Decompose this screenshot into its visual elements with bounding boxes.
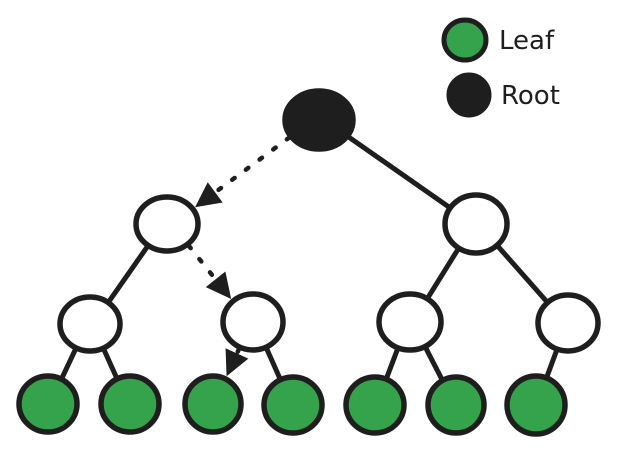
legend-item-root: Root xyxy=(446,72,560,118)
edge-n-r-to-n-rr xyxy=(493,241,552,307)
edge-n-rl-to-leaf-5 xyxy=(383,343,402,384)
leaf-node-leaf-2 xyxy=(98,373,162,435)
tree-nodes-layer xyxy=(16,88,601,437)
internal-node-n-l xyxy=(133,194,201,254)
edge-n-r-to-n-rl xyxy=(423,243,463,303)
root-swatch-icon xyxy=(446,72,492,118)
legend-leaf-label: Leaf xyxy=(499,26,555,56)
edge-n-l-to-n-ll xyxy=(104,241,152,307)
leaf-node-leaf-3 xyxy=(182,373,244,435)
internal-node-n-rr xyxy=(535,292,601,354)
leaf-node-leaf-7 xyxy=(504,373,568,437)
leaf-node-leaf-6 xyxy=(425,374,487,436)
traversal-arrows-layer xyxy=(186,135,292,377)
traversal-arrow-n-l-to-n-lr xyxy=(186,243,232,299)
tree-edges-layer xyxy=(58,132,561,385)
internal-node-n-rl xyxy=(376,291,444,353)
edge-n-ll-to-leaf-2 xyxy=(100,343,121,384)
leaf-node-leaf-1 xyxy=(16,373,80,435)
leaf-node-leaf-5 xyxy=(343,374,407,436)
edge-n-lr-to-leaf-4 xyxy=(262,342,284,385)
leaf-node-leaf-4 xyxy=(261,374,325,436)
traversal-arrow-root-to-n-l xyxy=(195,135,292,208)
internal-node-n-lr xyxy=(220,291,286,353)
edge-n-ll-to-leaf-1 xyxy=(58,343,80,384)
edge-root-to-n-r xyxy=(343,132,455,212)
legend-root-label: Root xyxy=(501,81,560,111)
legend-item-leaf: Leaf xyxy=(441,17,555,63)
edge-n-rr-to-leaf-7 xyxy=(543,344,561,383)
internal-node-n-ll xyxy=(57,294,123,354)
traversal-arrow-n-lr-to-leaf-3 xyxy=(225,346,249,377)
leaf-swatch-icon xyxy=(441,17,489,63)
internal-node-n-r xyxy=(442,192,510,256)
edge-n-rl-to-leaf-6 xyxy=(421,342,446,385)
legend: Leaf Root xyxy=(441,17,560,118)
root-node xyxy=(282,88,356,152)
